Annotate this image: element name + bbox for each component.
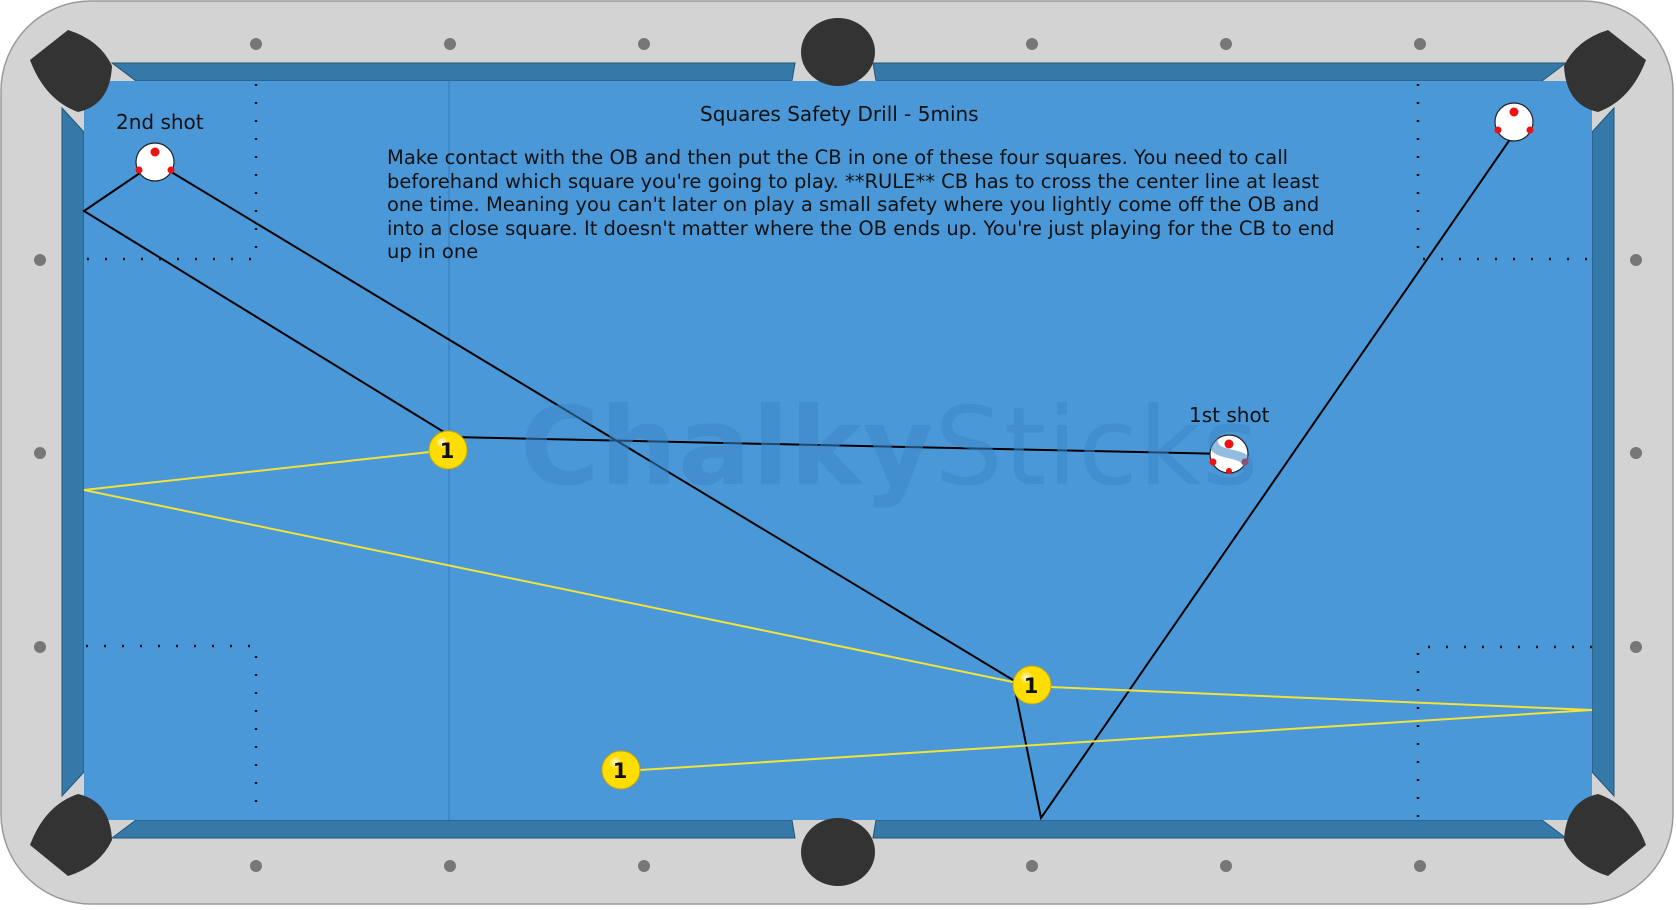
drill-description: Make contact with the OB and then put th…	[387, 146, 1335, 263]
target-square-bottom-right	[1416, 645, 1592, 818]
target-square-top-left	[86, 84, 258, 261]
object-path-2	[639, 686, 1593, 771]
object-ball-number: 1	[613, 759, 628, 783]
cue-path-second-shot	[82, 172, 1228, 455]
cue-ball-paths	[82, 134, 1514, 821]
drill-title: Squares Safety Drill - 5mins	[700, 102, 979, 126]
cushion-top-right	[872, 62, 1568, 82]
watermark: ChalkySticks	[520, 385, 1259, 510]
object-ball-number: 1	[440, 439, 455, 463]
cushion-bottom-right	[872, 819, 1568, 839]
object-ball-number: 1	[1024, 674, 1039, 698]
pocket-top-right	[1564, 30, 1646, 112]
cushion-bottom-left	[110, 819, 796, 839]
cushion-left	[61, 106, 85, 798]
object-ball-lower-right: 1	[1012, 665, 1052, 705]
diamonds	[34, 38, 1642, 872]
watermark-bold: Chalky	[520, 385, 935, 510]
table-felt	[84, 81, 1592, 820]
cushion-right	[1591, 106, 1615, 798]
pocket-top-left	[30, 30, 112, 112]
pocket-bottom-left	[30, 794, 112, 876]
pocket-top-middle	[801, 18, 875, 86]
cushion-top-left	[110, 62, 796, 82]
object-ball-center: 1	[428, 430, 468, 470]
object-ball-lower-left: 1	[601, 750, 641, 790]
target-squares	[86, 84, 1592, 818]
label-first-shot: 1st shot	[1189, 403, 1270, 427]
label-second-shot: 2nd shot	[116, 110, 204, 134]
pocket-bottom-middle	[801, 818, 875, 886]
cue-ball-top-right	[1494, 102, 1534, 142]
cue-ball-first-shot	[1209, 434, 1249, 474]
pockets	[30, 18, 1646, 886]
pocket-bottom-right	[1564, 794, 1646, 876]
watermark-light: Sticks	[934, 385, 1260, 510]
object-ball-paths	[83, 451, 1593, 771]
cue-ball-second-shot	[135, 142, 175, 182]
object-path-1	[83, 451, 1014, 683]
cue-path-top-right	[167, 134, 1514, 821]
